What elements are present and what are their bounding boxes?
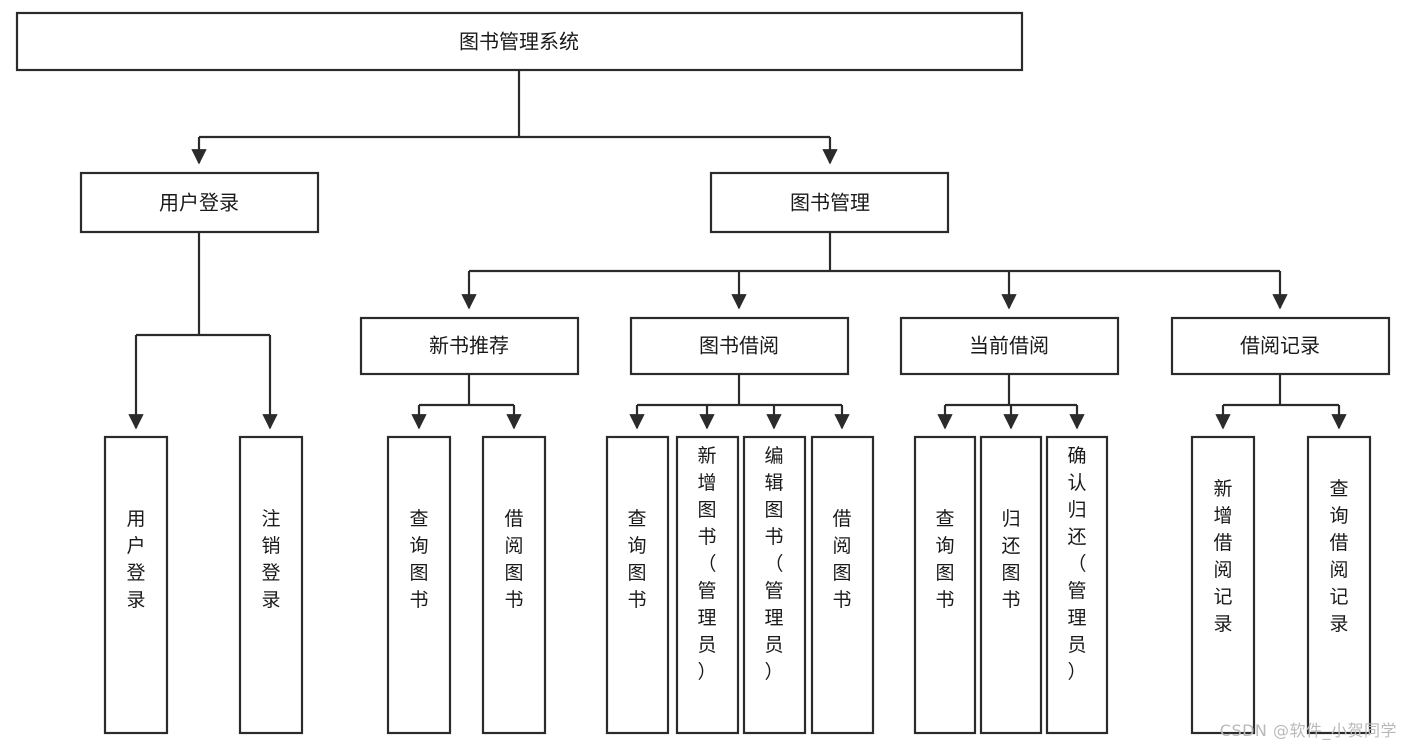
- leaf-user-login-box: [103, 435, 169, 735]
- node-user-login[interactable]: 用户登录: [79, 171, 320, 234]
- leaf-confirm-return-box: [1045, 435, 1109, 735]
- leaf-query-book-2[interactable]: 查询图书: [605, 435, 670, 735]
- leaf-edit-book-box: [742, 435, 807, 735]
- node-new-book-recommend-label: 新书推荐: [429, 334, 509, 358]
- leaf-query-book-2-label: 查询图书: [627, 508, 646, 611]
- leaf-query-book-1-box: [386, 435, 452, 735]
- leaf-borrow-book-1[interactable]: 借阅图书: [481, 435, 547, 735]
- leaf-edit-book[interactable]: 编辑图书（管理员）: [742, 435, 807, 735]
- leaf-edit-book-label: 编辑图书（管理员）: [764, 445, 783, 683]
- leaf-return-book[interactable]: 归还图书: [979, 435, 1043, 735]
- node-book-borrow-box: [629, 316, 850, 376]
- node-book-manage-box: [709, 171, 950, 234]
- node-user-login-box: [79, 171, 320, 234]
- leaf-confirm-return-label: 确认归还（管理员）: [1067, 445, 1086, 683]
- leaf-query-record-label: 查询借阅记录: [1329, 478, 1348, 635]
- leaf-query-book-3-box: [913, 435, 977, 735]
- leaf-add-record[interactable]: 新增借阅记录: [1190, 435, 1256, 735]
- node-current-borrow-box: [899, 316, 1120, 376]
- leaf-confirm-return[interactable]: 确认归还（管理员）: [1045, 435, 1109, 735]
- node-book-manage[interactable]: 图书管理: [709, 171, 950, 234]
- node-book-borrow[interactable]: 图书借阅: [629, 316, 850, 376]
- leaf-borrow-book-1-label: 借阅图书: [504, 508, 523, 611]
- node-borrow-record-box: [1170, 316, 1391, 376]
- leaf-borrow-book-2[interactable]: 借阅图书: [810, 435, 875, 735]
- leaf-add-book-box: [675, 435, 740, 735]
- node-user-login-label: 用户登录: [159, 191, 239, 215]
- connectors-book-borrow-to-leaves: [629, 374, 850, 430]
- node-current-borrow[interactable]: 当前借阅: [899, 316, 1120, 376]
- leaf-logout[interactable]: 注销登录: [238, 435, 304, 735]
- leaf-query-record[interactable]: 查询借阅记录: [1306, 435, 1372, 735]
- leaf-query-book-1[interactable]: 查询图书: [386, 435, 452, 735]
- leaf-query-book-3-label: 查询图书: [935, 508, 954, 611]
- node-borrow-record-label: 借阅记录: [1240, 334, 1320, 358]
- leaf-return-book-label: 归还图书: [1001, 508, 1020, 611]
- leaf-user-login[interactable]: 用户登录: [103, 435, 169, 735]
- leaf-add-book-label: 新增图书（管理员）: [697, 445, 716, 683]
- connectors-new-book-recommend-to-leaves: [411, 374, 522, 430]
- node-new-book-recommend[interactable]: 新书推荐: [359, 316, 580, 376]
- leaf-borrow-book-2-label: 借阅图书: [832, 508, 851, 611]
- leaf-query-record-box: [1306, 435, 1372, 735]
- leaf-add-record-label: 新增借阅记录: [1213, 478, 1232, 635]
- node-root[interactable]: 图书管理系统: [15, 11, 1024, 72]
- leaf-logout-label: 注销登录: [261, 508, 280, 611]
- node-borrow-record[interactable]: 借阅记录: [1170, 316, 1391, 376]
- node-root-label: 图书管理系统: [459, 30, 579, 54]
- leaf-return-book-box: [979, 435, 1043, 735]
- connectors-user-login-to-leaves: [128, 232, 278, 430]
- node-new-book-recommend-box: [359, 316, 580, 376]
- connectors-current-borrow-to-leaves: [937, 374, 1085, 430]
- leaf-query-book-2-box: [605, 435, 670, 735]
- leaf-add-book[interactable]: 新增图书（管理员）: [675, 435, 740, 735]
- node-root-box: [15, 11, 1024, 72]
- connectors-root-to-level2: [191, 70, 838, 165]
- leaf-query-book-1-label: 查询图书: [409, 508, 428, 611]
- leaf-user-login-label: 用户登录: [126, 508, 145, 611]
- node-book-borrow-label: 图书借阅: [699, 334, 779, 358]
- leaf-query-book-3[interactable]: 查询图书: [913, 435, 977, 735]
- node-book-manage-label: 图书管理: [790, 191, 870, 215]
- leaf-logout-box: [238, 435, 304, 735]
- connectors-book-manage-to-level3: [461, 232, 1288, 310]
- leaf-borrow-book-1-box: [481, 435, 547, 735]
- node-current-borrow-label: 当前借阅: [969, 334, 1049, 358]
- leaf-borrow-book-2-box: [810, 435, 875, 735]
- leaf-add-record-box: [1190, 435, 1256, 735]
- connectors-borrow-record-to-leaves: [1215, 374, 1347, 430]
